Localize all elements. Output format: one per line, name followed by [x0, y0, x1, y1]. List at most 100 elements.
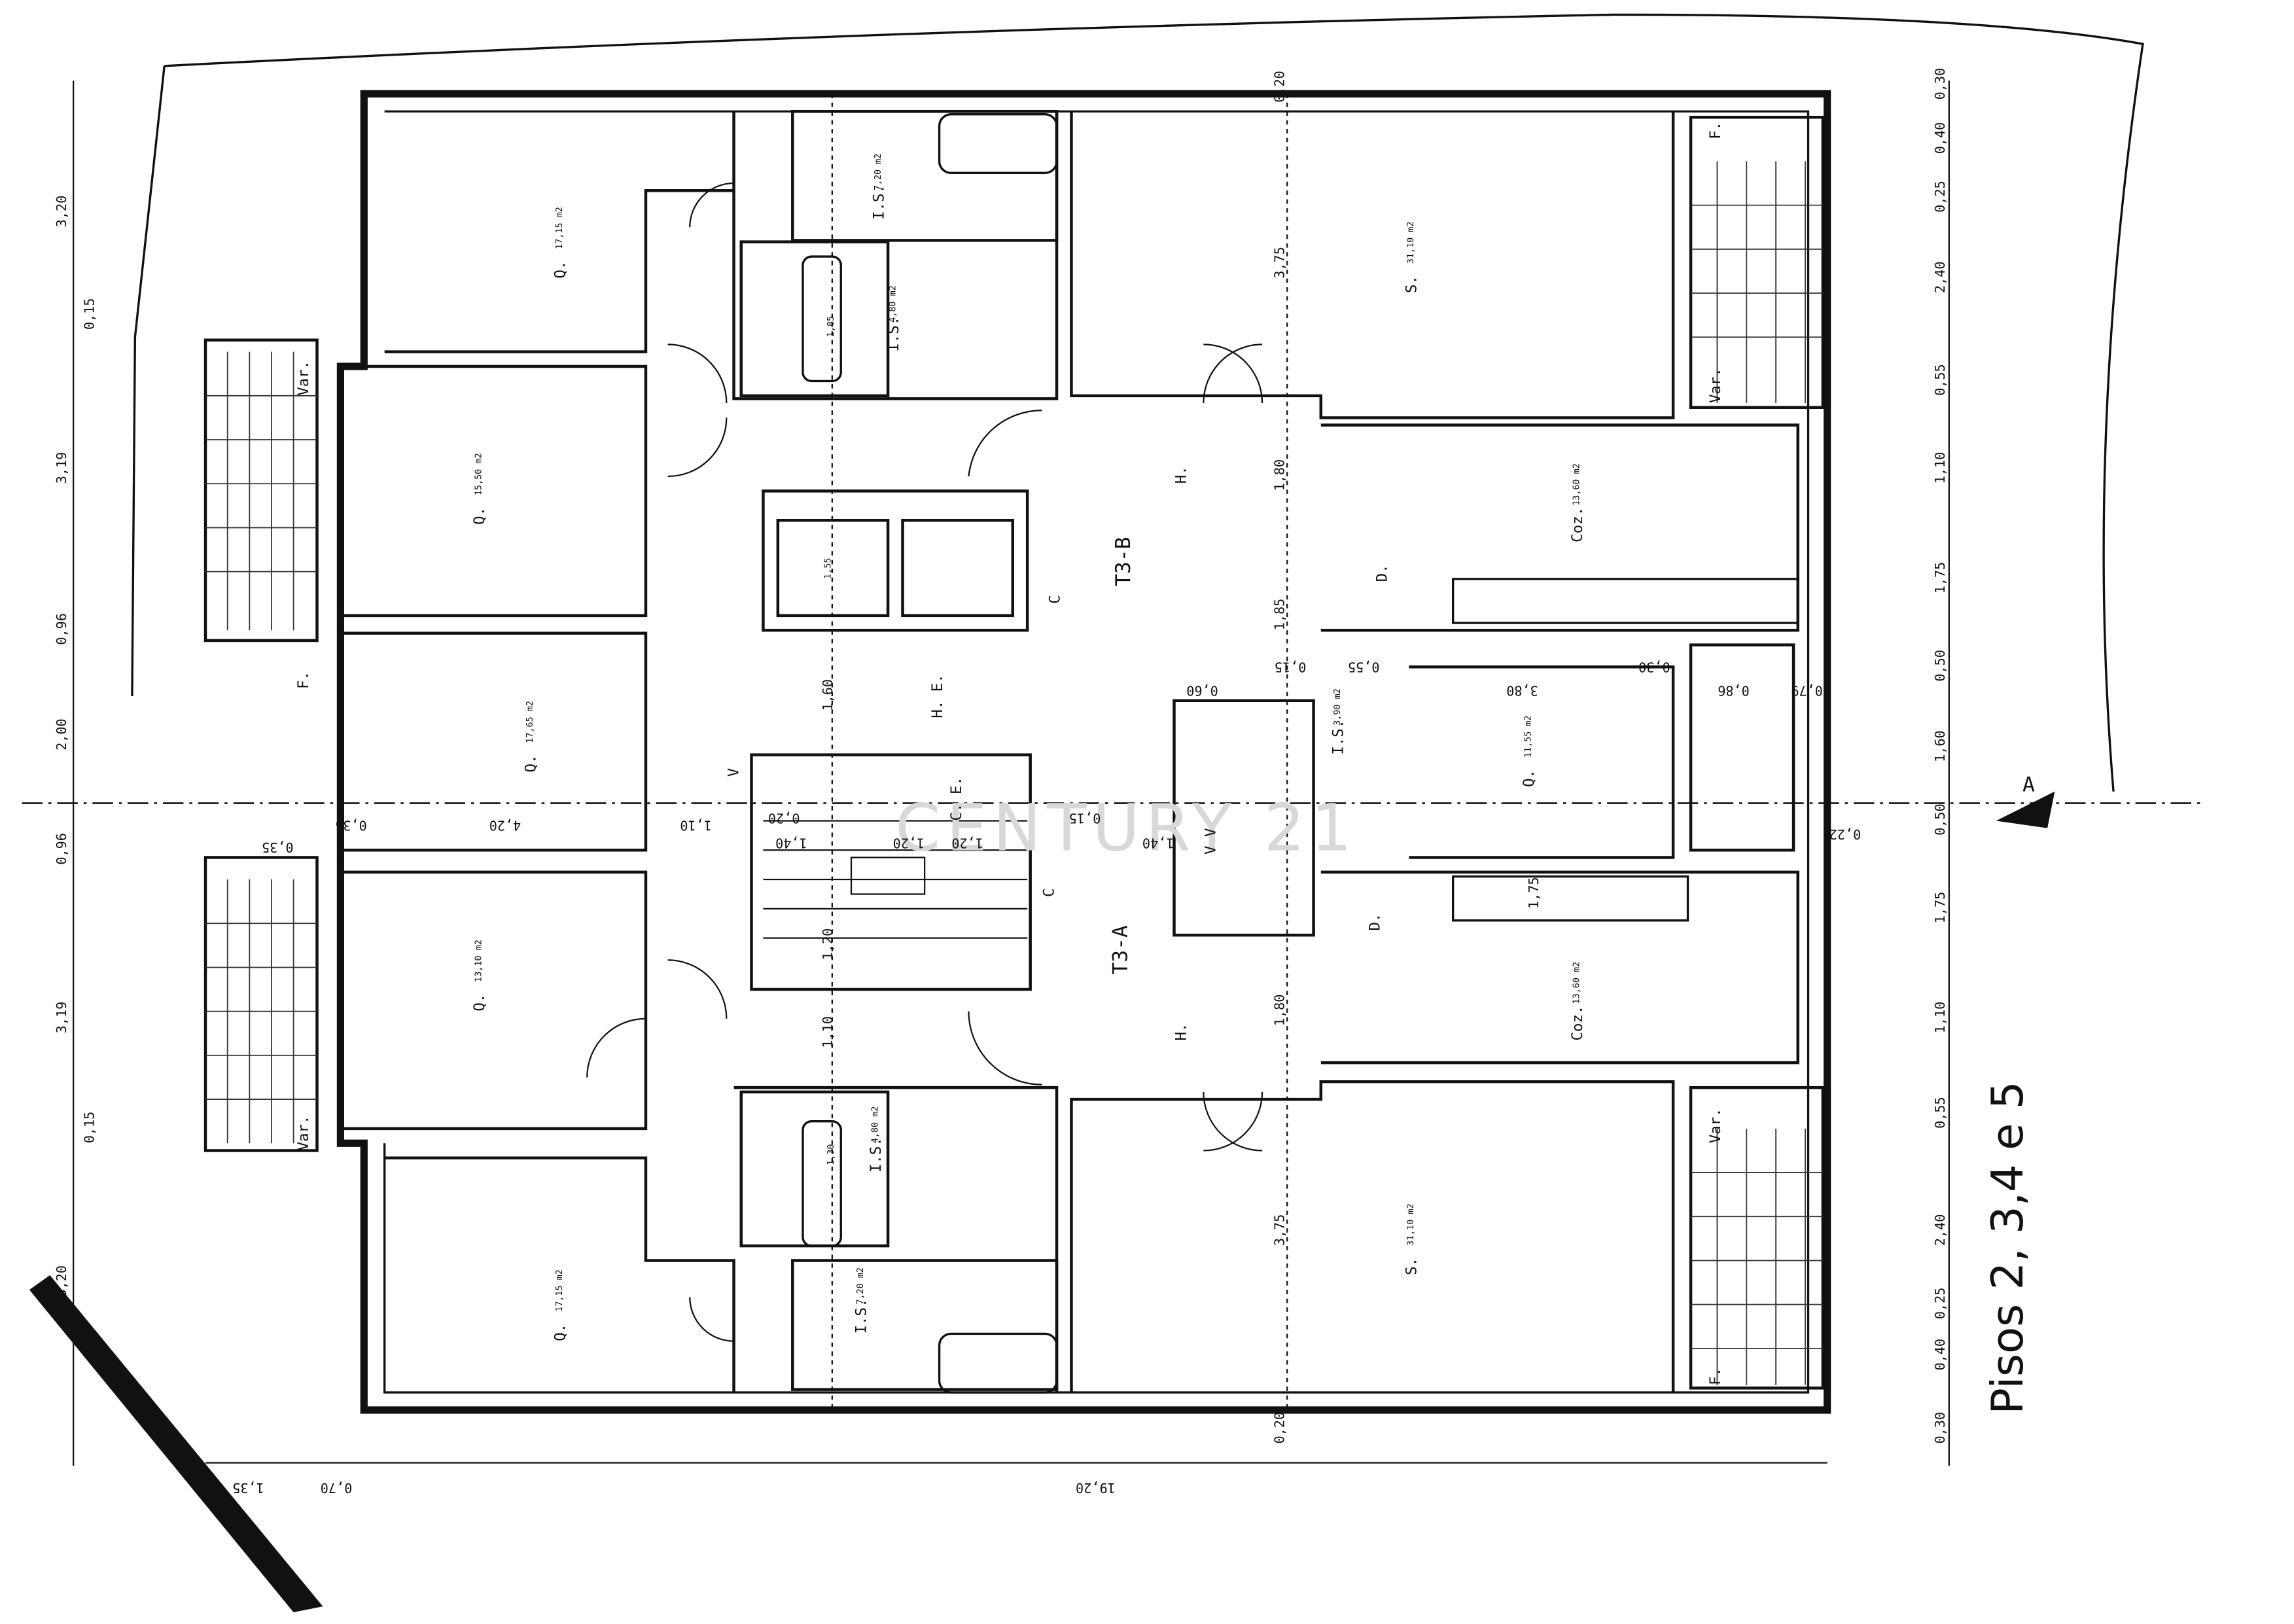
dim-160: 1,60 [820, 679, 836, 711]
dim-086: 0,86 [1718, 682, 1750, 698]
dim-030: 0,30 [1638, 660, 1670, 675]
wall-coz-top [1320, 423, 1800, 632]
dim-375-b: 3,75 [1272, 1214, 1288, 1246]
label-c1: C [1047, 595, 1064, 603]
dim-left-4: 0,96 [54, 613, 69, 645]
label-h-bot: H. [1173, 1023, 1190, 1041]
wall-room-q3 [340, 631, 648, 852]
label-lift-1-55: 1,55 [824, 557, 834, 578]
exterior-wall-inner [383, 110, 1810, 1394]
site-edge-stroke [29, 1275, 323, 1613]
dim-left-9: 3,20 [54, 1265, 69, 1297]
unit-label-t3b: T3-B [1112, 537, 1135, 587]
tub-top-2 [802, 255, 842, 383]
dim-left-2: 0,15 [82, 298, 97, 330]
tub-bot-2 [802, 1120, 842, 1247]
sheet-title: Pisos 2, 3,4 e 5 [1982, 1081, 2033, 1414]
label-c2: C [1041, 888, 1058, 896]
area-q-bot: 17,15 m2 [555, 1269, 565, 1312]
label-f1: F. [295, 671, 312, 689]
dim-079: 0,79 [1791, 682, 1823, 698]
dim-right-7: 1,75 [1932, 562, 1948, 594]
area-is-3: 4,80 m2 [870, 1106, 880, 1144]
area-q2: 15,50 m2 [474, 453, 484, 495]
dim-left-7: 3,19 [54, 1002, 69, 1034]
dim-right-11: 1,75 [1932, 892, 1948, 924]
wall-sala-bot [1070, 1080, 1675, 1393]
dim-right-9: 1,60 [1932, 730, 1948, 762]
label-var1: Var. [295, 361, 312, 396]
dim-right-2: 0,40 [1932, 122, 1948, 154]
dim-left-3: 3,19 [54, 452, 69, 484]
dim-right-13: 0,55 [1932, 1097, 1948, 1129]
dim-left-6: 0,96 [54, 833, 69, 865]
stair-lines [763, 820, 1028, 939]
dim-bottom-total: 19,20 [1076, 1480, 1116, 1496]
dim-120: 1,20 [820, 928, 836, 961]
dim-015: 0,15 [1275, 660, 1307, 675]
label-is-4: I.S. [853, 1299, 870, 1334]
label-f3: F. [1707, 1368, 1724, 1385]
label-v: V [725, 768, 742, 777]
dim-right-6: 1,10 [1932, 452, 1948, 484]
lift-core [762, 489, 1029, 632]
label-var2: Var. [295, 1116, 312, 1151]
area-is-4: 7,20 m2 [856, 1267, 866, 1305]
label-s-bot: S. [1403, 1258, 1421, 1275]
dim-right-12: 1,10 [1932, 1002, 1948, 1034]
balcony-bottom-left [203, 856, 319, 1152]
label-is-5: I.S. [1330, 720, 1347, 755]
label-q3: Q. [523, 755, 540, 773]
dim-right-4: 2,40 [1932, 262, 1948, 294]
balcony-bottom-right [1689, 1086, 1825, 1390]
dim-right-8: 0,50 [1932, 650, 1948, 682]
dim-185: 1,85 [1272, 599, 1288, 631]
label-ce: C. E. [948, 777, 965, 821]
section-arrow [1996, 791, 2055, 828]
dim-left-1: 3,20 [54, 196, 69, 228]
dim-row-9: 1,40 [1142, 835, 1174, 851]
area-coz-bot: 13,60 m2 [1572, 962, 1582, 1004]
dim-right-17: 0,30 [1932, 1412, 1948, 1444]
wall-corridor-2 [733, 1086, 1059, 1393]
dim-110: 1,10 [820, 1016, 836, 1048]
label-is-2: I.S. [885, 317, 902, 352]
dim-right-10: 0,50 [1932, 803, 1948, 836]
dim-175: 1,75 [1526, 877, 1542, 909]
dim-row-7: 0,15 [1069, 810, 1101, 826]
wall-sala-top [1070, 111, 1675, 419]
dim-top-020: 0,20 [1272, 71, 1288, 103]
tile-grid [205, 161, 1823, 1385]
label-q-top: Q. [552, 261, 569, 279]
dim-right-15: 0,25 [1932, 1288, 1948, 1320]
tub-bot [938, 1332, 1058, 1394]
area-q-top: 17,15 m2 [555, 207, 565, 249]
counter-top [1451, 578, 1799, 624]
label-coz-top: Coz. [1569, 507, 1586, 542]
wall-room-q4 [340, 870, 648, 1131]
stair-core [750, 753, 1032, 991]
label-d2: D. [1367, 913, 1384, 930]
dim-row-3: 1,10 [680, 817, 712, 833]
tub-top [938, 113, 1058, 175]
label-q2: Q. [471, 507, 488, 525]
wc-mid [1173, 699, 1315, 937]
dim-row-4: 0,20 [768, 810, 800, 826]
label-var4: Var. [1707, 1108, 1724, 1143]
watermark-century21: CENTURY 21 [895, 790, 1358, 866]
area-coz-top: 13,60 m2 [1572, 463, 1582, 506]
lift-2 [901, 518, 1014, 618]
section-marker-a: A [2022, 773, 2035, 797]
dim-180-a: 1,80 [1272, 459, 1288, 491]
dim-380: 3,80 [1506, 682, 1538, 698]
label-s-top: S. [1403, 275, 1421, 293]
label-is-3: I.S. [868, 1137, 885, 1173]
label-q4: Q. [471, 994, 488, 1012]
label-is-1: I.S. [870, 185, 887, 220]
bath-top-1 [739, 240, 890, 398]
label-f2: F. [1707, 122, 1724, 139]
area-s-bot: 31,10 m2 [1406, 1203, 1416, 1246]
area-is-5: 3,90 m2 [1333, 688, 1343, 726]
